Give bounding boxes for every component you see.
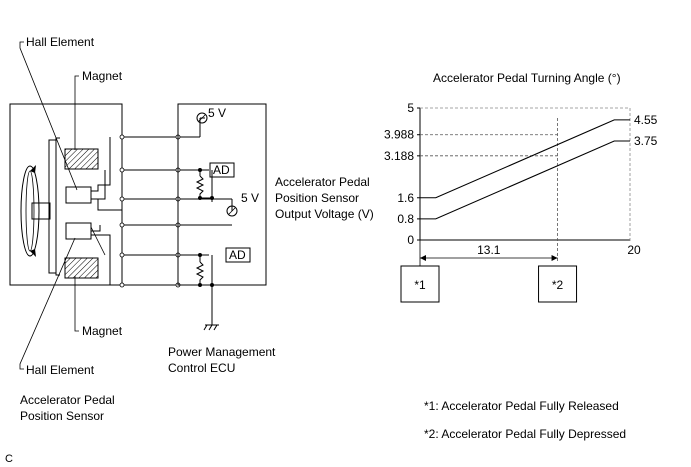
marker-label: *1 [414, 278, 426, 292]
magnet-bottom [64, 257, 99, 279]
series-line-2 [420, 140, 630, 220]
label-leaders [19, 41, 79, 370]
output-chart: Accelerator Pedal Turning Angle (°) 0 0.8… [384, 71, 658, 303]
ecu-box [177, 103, 267, 286]
y-tick-label: 1.6 [397, 191, 414, 205]
span-arrow-right [551, 255, 558, 261]
note-2: *2: Accelerator Pedal Fully Depressed [424, 427, 626, 441]
y-tick-label: 3.188 [384, 149, 414, 163]
y-tick-label: 3.988 [384, 128, 414, 142]
ad-top-label: AD [213, 163, 230, 177]
output-label-line3: Output Voltage (V) [275, 207, 374, 221]
resistor-1 [195, 175, 205, 198]
resistor-2 [195, 261, 205, 285]
ecu-name-line2: Control ECU [168, 361, 235, 375]
ad-bottom-label: AD [229, 248, 246, 262]
marker-box [538, 265, 578, 303]
sensor-name-line2: Position Sensor [20, 409, 104, 423]
output-label-line2: Position Sensor [275, 191, 359, 205]
chart-title: Accelerator Pedal Turning Angle (°) [433, 71, 621, 85]
series-end-label: 3.75 [634, 134, 658, 148]
marker-box [400, 265, 440, 303]
hall-element-top-label: Hall Element [26, 35, 95, 49]
supply-top-label: 5 V [208, 106, 226, 120]
supply-terminal-top-icon [196, 112, 208, 124]
span-arrow-left [420, 255, 426, 261]
series-line-1 [420, 119, 630, 199]
supply-terminal-mid-icon [226, 205, 238, 217]
rotation-arrow-icon [20, 165, 51, 257]
ad-box-bottom [225, 247, 251, 263]
ad-box-top [209, 162, 235, 178]
span-label: 13.1 [477, 243, 501, 257]
hall-element-2 [65, 222, 92, 240]
y-tick-label: 0 [407, 233, 414, 247]
sensor-name-line1: Accelerator Pedal [20, 393, 115, 407]
ecu-name-line1: Power Management [168, 345, 276, 359]
note-1: *1: Accelerator Pedal Fully Released [424, 399, 619, 413]
output-label-line1: Accelerator Pedal [275, 175, 370, 189]
wiring [90, 112, 251, 331]
series-end-label: 4.55 [634, 113, 658, 127]
marker-label: *2 [552, 278, 564, 292]
y-tick-label: 5 [407, 101, 414, 115]
y-tick-label: 0.8 [397, 212, 414, 226]
magnet-top-label: Magnet [82, 69, 123, 83]
hall-element-1 [65, 186, 92, 204]
supply-mid-label: 5 V [241, 191, 259, 205]
x-tick-label: 20 [627, 243, 641, 257]
magnet-bottom-label: Magnet [82, 324, 123, 338]
hall-element-bottom-label: Hall Element [26, 363, 95, 377]
footer-mark: C [5, 453, 13, 465]
sensor-housing [9, 103, 123, 286]
magnet-top [64, 148, 99, 170]
